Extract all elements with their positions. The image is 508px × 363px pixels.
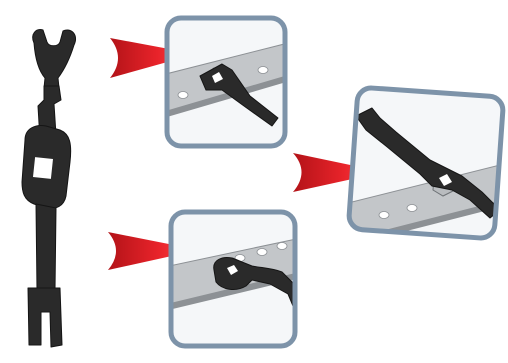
step-1-panel [150,18,300,146]
step-3-panel [160,212,310,346]
double-ended-spanner-wrench-icon [22,30,76,347]
square-hole [33,157,53,179]
step-2-panel [340,87,508,248]
